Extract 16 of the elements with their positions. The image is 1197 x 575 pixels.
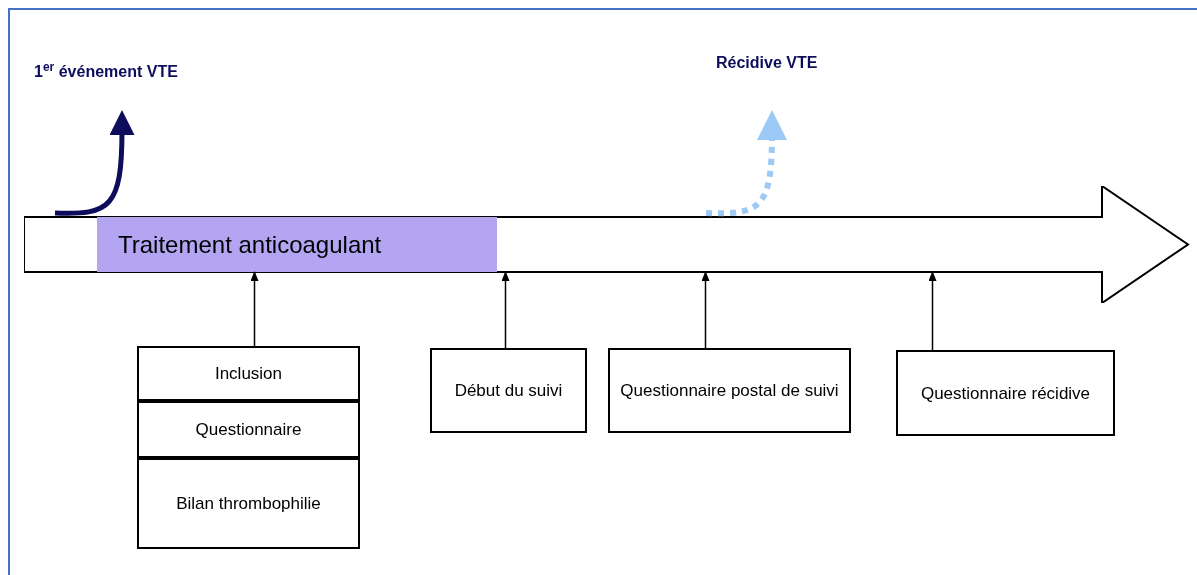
step-box: Questionnaire xyxy=(137,401,360,458)
step-box: Bilan thrombophilie xyxy=(137,458,360,549)
event-label: 1$^{er}$ événement VTE xyxy=(34,60,234,86)
step-box: Début du suivi xyxy=(430,348,587,433)
arrow xyxy=(54,110,135,216)
event-label: Récidive VTE xyxy=(716,48,836,110)
arrow xyxy=(501,271,510,349)
timeline-arrow xyxy=(24,186,1190,303)
arrow xyxy=(701,271,710,349)
step-box: Questionnaire postal de suivi xyxy=(608,348,851,433)
step-box: Inclusion xyxy=(137,346,360,401)
arrow xyxy=(250,271,259,347)
step-box: Questionnaire récidive xyxy=(896,350,1115,436)
arrow xyxy=(705,110,787,217)
treatment-bar: Traitement anticoagulant xyxy=(97,217,497,272)
arrow xyxy=(928,271,937,351)
